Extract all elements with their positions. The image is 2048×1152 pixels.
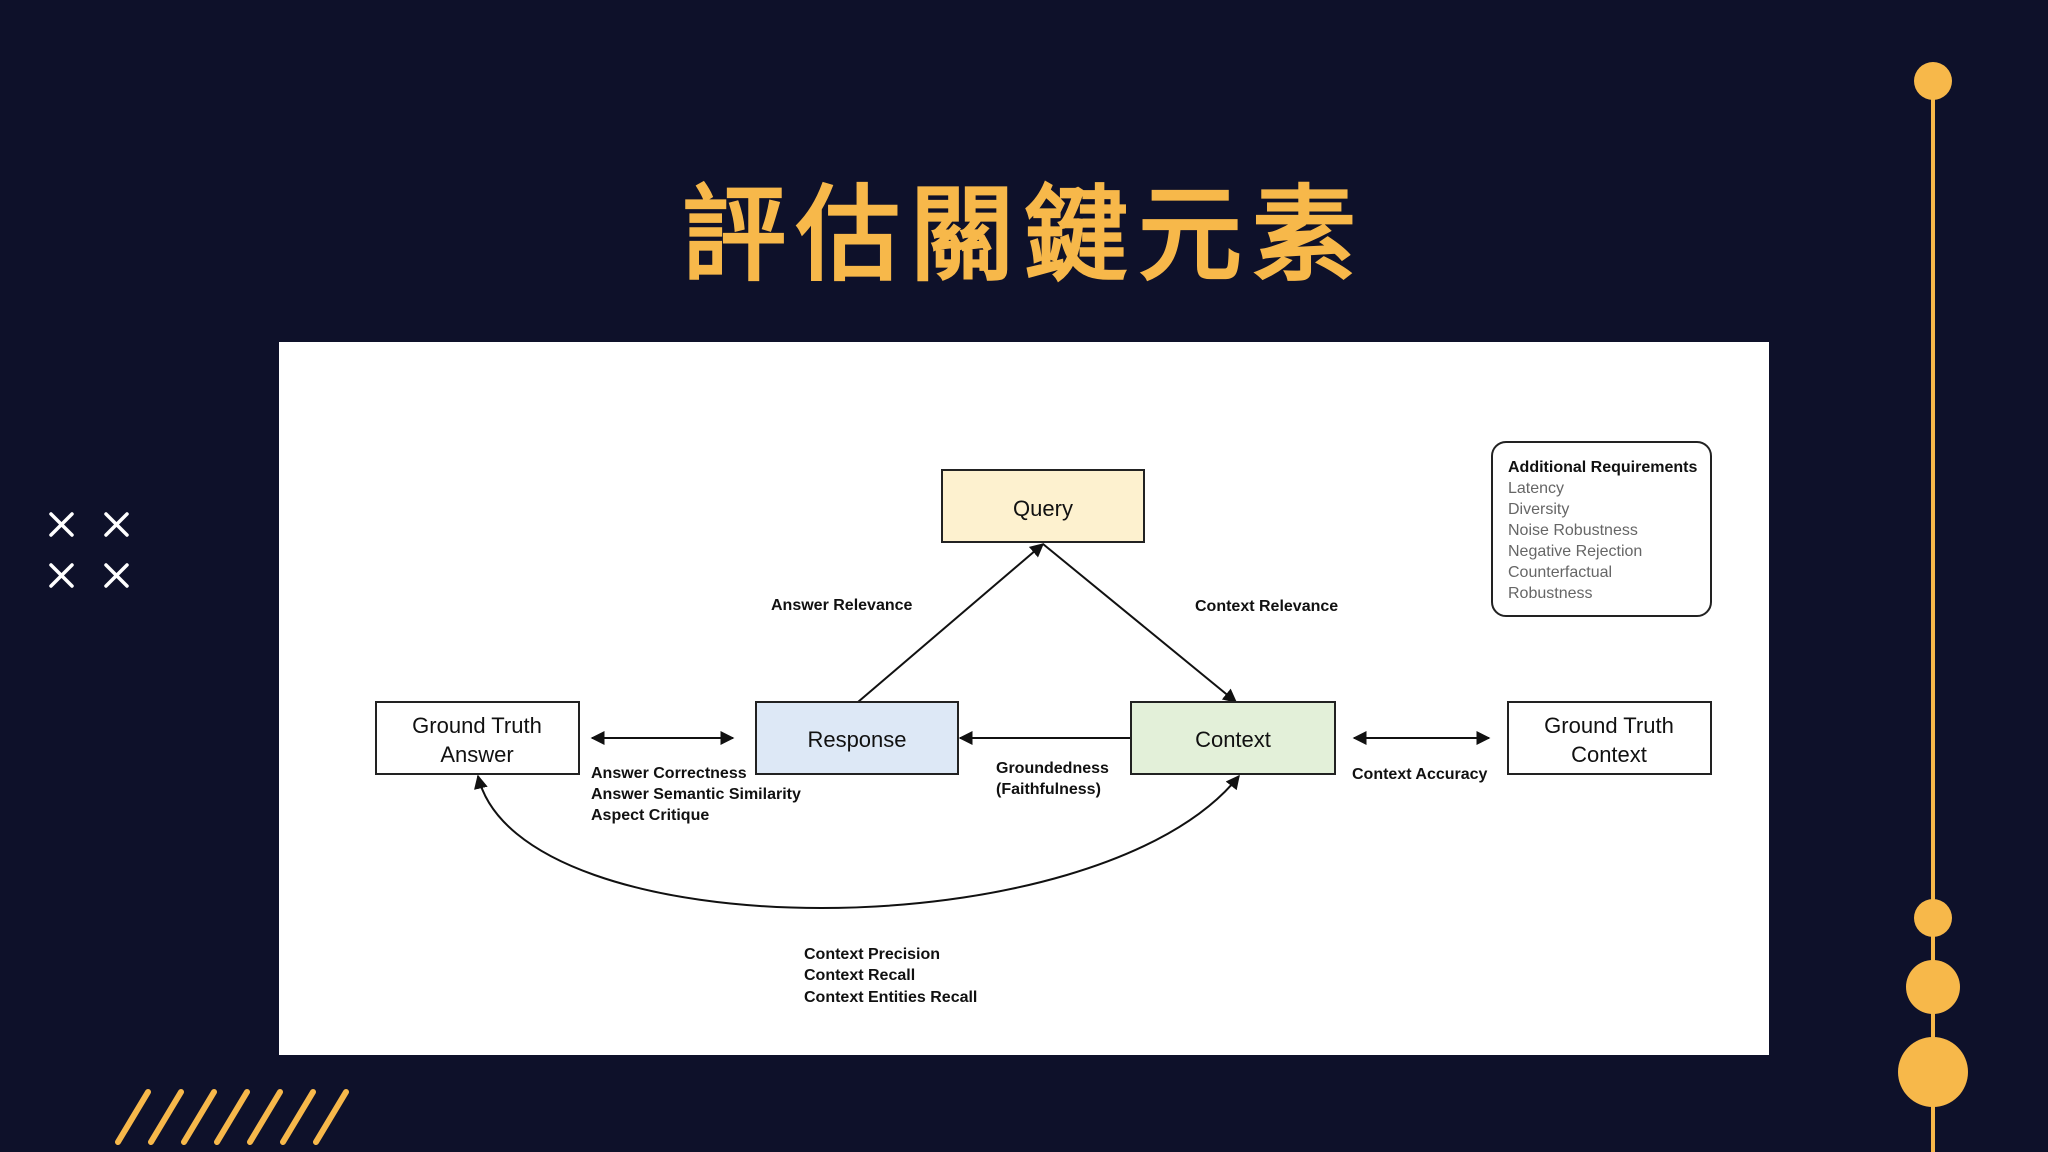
edge-query-context [1042, 543, 1238, 703]
close-icon [49, 512, 74, 537]
label-answer-relevance: Answer Relevance [771, 597, 913, 614]
timeline-dot-large [1898, 1037, 1968, 1107]
node-gt-answer-line2: Answer [440, 742, 513, 767]
timeline-dot-top [1914, 62, 1952, 100]
requirement-item: Latency [1508, 480, 1564, 497]
slide-title: 評估關鍵元素 [681, 174, 1366, 296]
node-query: Query [941, 469, 1145, 543]
additional-requirements-box: Additional Requirements Latency Diversit… [1491, 441, 1712, 617]
requirement-item: Diversity [1508, 501, 1569, 518]
timeline-dot-medium [1906, 960, 1960, 1014]
requirement-item: Counterfactual [1508, 564, 1612, 581]
node-query-label: Query [1013, 496, 1073, 521]
close-icon [49, 563, 74, 588]
label-answer-semantic-similarity: Answer Semantic Similarity [591, 786, 801, 803]
node-response: Response [755, 701, 959, 775]
requirements-title: Additional Requirements [1508, 459, 1697, 476]
label-context-relevance: Context Relevance [1195, 598, 1338, 615]
node-context-label: Context [1195, 727, 1271, 752]
label-context-entities-recall: Context Entities Recall [804, 989, 977, 1006]
evaluation-diagram: Query Response Context Ground Truth Answ… [375, 441, 1712, 1006]
diagonal-stripes [115, 1089, 349, 1145]
edge-arc-answer-context [474, 774, 1240, 909]
label-context-recall: Context Recall [804, 967, 915, 984]
requirement-item: Noise Robustness [1508, 522, 1638, 539]
label-aspect-critique: Aspect Critique [591, 807, 709, 824]
timeline-dot-small [1914, 899, 1952, 937]
label-answer-correctness: Answer Correctness [591, 765, 747, 782]
node-ground-truth-answer: Ground Truth Answer [375, 701, 580, 775]
label-groundedness: Groundedness [996, 760, 1109, 777]
label-context-precision: Context Precision [804, 946, 940, 963]
node-context: Context [1130, 701, 1336, 775]
label-context-accuracy: Context Accuracy [1352, 766, 1488, 783]
diagram-panel: Query Response Context Ground Truth Answ… [279, 342, 1769, 1055]
close-icon [104, 512, 129, 537]
node-gt-answer-line1: Ground Truth [412, 713, 542, 738]
node-ground-truth-context: Ground Truth Context [1507, 701, 1712, 775]
close-icon [104, 563, 129, 588]
node-gt-context-line1: Ground Truth [1544, 713, 1674, 738]
edge-response-query [857, 543, 1045, 703]
node-response-label: Response [807, 727, 906, 752]
requirement-item: Negative Rejection [1508, 543, 1642, 560]
node-gt-context-line2: Context [1571, 742, 1647, 767]
requirement-item: Robustness [1508, 585, 1593, 602]
label-faithfulness: (Faithfulness) [996, 781, 1101, 798]
